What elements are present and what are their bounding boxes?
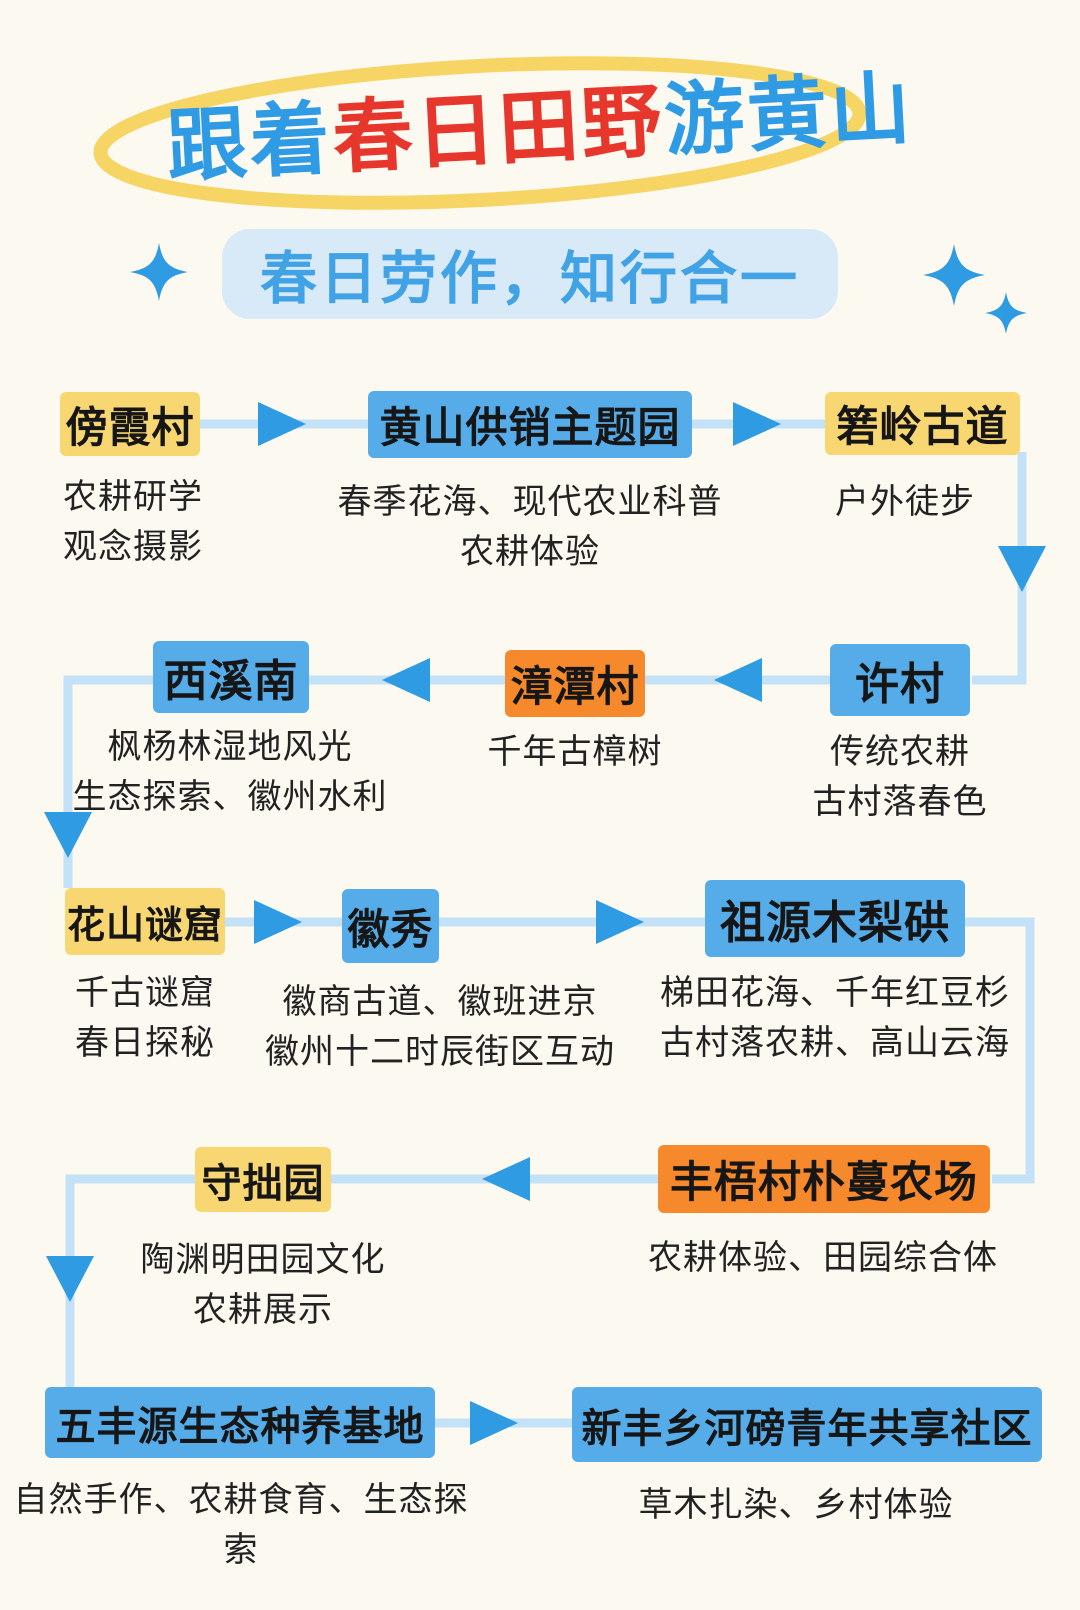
arrow-down-icon <box>998 546 1046 592</box>
caption-line: 枫杨林湿地风光 <box>107 727 353 767</box>
connector-right-down-2 <box>960 917 1035 1184</box>
node-label: 徽秀 <box>347 904 434 954</box>
arrow-left-icon <box>714 658 762 702</box>
caption-line: 古村落农耕、高山云海 <box>660 1023 1010 1064</box>
node-huangshan-gongxiao-park: 黄山供销主题园 <box>368 391 692 458</box>
title-segment: 跟着 <box>164 91 336 194</box>
arrow-right-icon <box>470 1401 518 1445</box>
node-caption: 徽商古道、徽班进京 徽州十二时辰街区互动 <box>250 977 630 1078</box>
node-caption: 传统农耕 古村落春色 <box>780 727 1020 828</box>
arrow-down-icon <box>44 812 92 858</box>
node-label: 许村 <box>855 659 945 710</box>
node-wufengyuan-eco-base: 五丰源生态种养基地 <box>45 1387 435 1458</box>
node-label: 漳潭村 <box>510 662 640 711</box>
caption-line: 草木扎染、乡村体验 <box>638 1485 954 1525</box>
node-xixinan: 西溪南 <box>153 641 309 713</box>
node-zhangtan-village: 漳潭村 <box>505 650 645 717</box>
caption-line: 春日探秘 <box>75 1023 215 1064</box>
title-highlight-ring <box>93 56 867 210</box>
caption-line: 千古谜窟 <box>75 973 215 1013</box>
caption-line: 徽州十二时辰街区互动 <box>265 1032 615 1073</box>
node-label: 新丰乡河磅青年共享社区 <box>581 1405 1033 1452</box>
node-caption: 农耕体验、田园综合体 <box>630 1233 1016 1283</box>
caption-line: 梯田花海、千年红豆杉 <box>660 973 1010 1013</box>
caption-line: 徽商古道、徽班进京 <box>282 982 598 1022</box>
connector-right-down-1 <box>972 452 1027 685</box>
sparkle-icon <box>130 243 188 301</box>
title-segment: 春日田野 <box>330 74 667 185</box>
node-label: 花山谜窟 <box>66 903 223 947</box>
arrow-right-icon <box>596 900 644 944</box>
caption-line: 生态探索、徽州水利 <box>72 777 388 818</box>
arrow-left-icon <box>382 658 430 702</box>
node-ruoling-ancient-trail: 箬岭古道 <box>825 392 1020 455</box>
title-segment: 游黄山 <box>661 61 916 168</box>
node-huixiu: 徽秀 <box>342 889 439 963</box>
highlight-ellipse <box>93 56 867 210</box>
node-label: 守拙园 <box>201 1160 325 1207</box>
arrow-heads <box>44 402 1046 1445</box>
connector-left-down-2 <box>65 1174 195 1387</box>
caption-line: 古村落春色 <box>812 782 988 823</box>
node-xucun-village: 许村 <box>830 644 970 716</box>
node-caption: 陶渊明田园文化 农耕展示 <box>90 1235 436 1336</box>
node-label: 箬岭古道 <box>836 402 1009 451</box>
node-label: 西溪南 <box>163 656 299 707</box>
subtitle-banner: 春日劳作，知行合一 <box>222 229 838 319</box>
node-label: 祖源木梨硔 <box>719 896 950 949</box>
node-bangxia-village: 傍霞村 <box>60 392 200 456</box>
node-fengwu-pumam-farm: 丰梧村朴蔓农场 <box>658 1145 990 1213</box>
node-label: 五丰源生态种养基地 <box>55 1403 425 1450</box>
arrow-right-icon <box>258 402 306 446</box>
node-caption: 千年古樟树 <box>455 727 695 777</box>
caption-line: 户外徒步 <box>835 482 975 522</box>
node-caption: 枫杨林湿地风光 生态探索、徽州水利 <box>70 722 390 823</box>
arrow-down-icon <box>46 1256 94 1302</box>
caption-line: 春季花海、现代农业科普 <box>337 482 723 522</box>
caption-line: 陶渊明田园文化 <box>140 1240 386 1280</box>
node-huashan-mystery-caves: 花山谜窟 <box>65 888 225 955</box>
node-caption: 农耕研学 观念摄影 <box>23 472 243 573</box>
caption-line: 自然手作、农耕食育、生态探索 <box>13 1480 469 1571</box>
node-zuyuan-mulihong: 祖源木梨硔 <box>705 880 965 957</box>
caption-line: 千年古樟树 <box>487 732 663 772</box>
node-shouzhuo-garden: 守拙园 <box>195 1147 331 1212</box>
subtitle-text: 春日劳作，知行合一 <box>260 246 800 312</box>
node-caption: 千古谜窟 春日探秘 <box>45 968 245 1069</box>
arrow-right-icon <box>254 900 302 944</box>
caption-line: 农耕体验 <box>460 532 600 573</box>
caption-line: 传统农耕 <box>830 732 970 772</box>
arrow-right-icon <box>733 402 781 446</box>
node-label: 黄山供销主题园 <box>379 403 681 452</box>
arrow-left-icon <box>482 1157 530 1201</box>
caption-line: 农耕体验、田园综合体 <box>648 1238 998 1278</box>
node-caption: 户外徒步 <box>800 477 1010 527</box>
node-caption: 草木扎染、乡村体验 <box>630 1480 962 1530</box>
node-label: 傍霞村 <box>65 402 195 452</box>
node-xinfeng-youth-community: 新丰乡河磅青年共享社区 <box>572 1387 1042 1462</box>
caption-line: 观念摄影 <box>63 527 203 568</box>
sparkle-icon <box>923 244 985 306</box>
node-label: 丰梧村朴蔓农场 <box>670 1158 978 1208</box>
node-caption: 春季花海、现代农业科普 农耕体验 <box>330 477 730 578</box>
sparkle-icon <box>985 292 1027 334</box>
node-caption: 自然手作、农耕食育、生态探索 <box>10 1475 472 1576</box>
caption-line: 农耕研学 <box>63 477 203 517</box>
caption-line: 农耕展示 <box>193 1290 333 1331</box>
node-caption: 梯田花海、千年红豆杉 古村落农耕、高山云海 <box>650 968 1020 1069</box>
